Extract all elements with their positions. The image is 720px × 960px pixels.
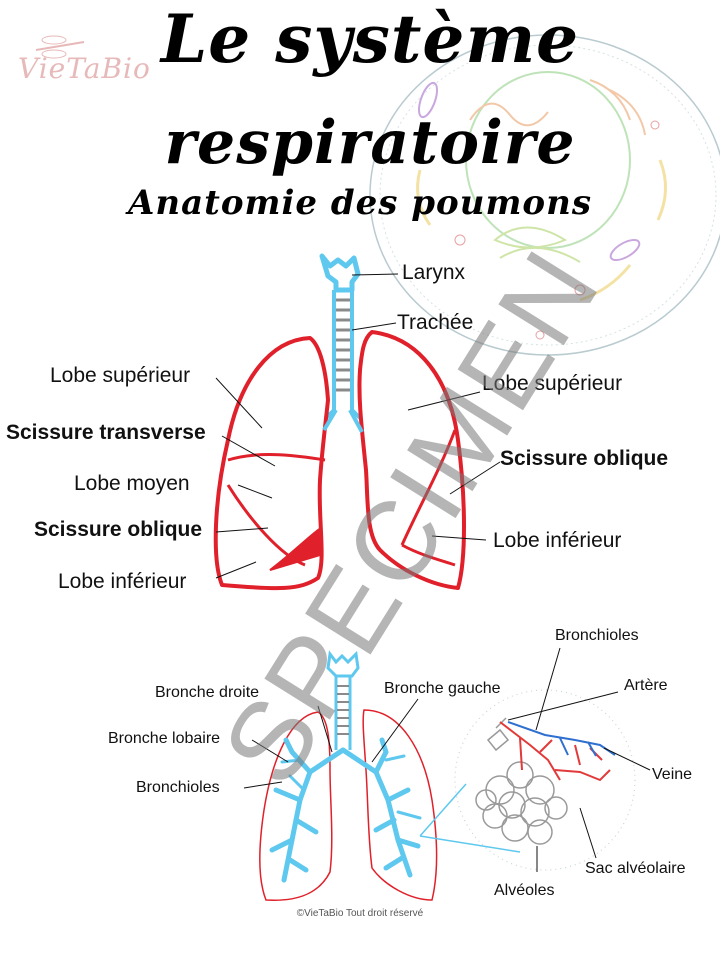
horizontal-fissure — [227, 453, 326, 462]
left-oblique-fissure-r2 — [269, 528, 322, 571]
left-oblique-fissure — [400, 429, 457, 546]
label-lobe-superieur-left: Lobe supérieur — [50, 364, 191, 387]
dragonfly-logo-icon — [35, 35, 85, 59]
left-lung-outline — [357, 330, 466, 590]
label-bronche-droite: Bronche droite — [155, 684, 260, 701]
label-sac-alveolaire: Sac alvéolaire — [585, 860, 686, 877]
label-larynx: Larynx — [402, 261, 466, 284]
label-scissure-transverse: Scissure transverse — [6, 421, 206, 444]
label-alveoles: Alvéoles — [494, 882, 555, 899]
alveoli-cluster — [475, 717, 568, 845]
vein-vessels — [507, 721, 616, 757]
label-scissure-oblique-right: Scissure oblique — [500, 447, 669, 470]
label-bronchioles-top: Bronchioles — [555, 627, 639, 644]
label-artere: Artère — [624, 677, 668, 694]
title-line-1: Le système — [160, 0, 580, 78]
label-scissure-oblique-left: Scissure oblique — [34, 518, 203, 541]
label-bronche-lobaire: Bronche lobaire — [108, 730, 221, 747]
label-lobe-inferieur-right: Lobe inférieur — [493, 529, 622, 552]
trachea-rings — [336, 298, 350, 392]
lower-right-lung-outline — [259, 711, 333, 901]
label-trachee: Trachée — [397, 311, 474, 334]
brand-logo: VieTaBio — [18, 52, 151, 85]
copyright-notice: ©VieTaBio Tout droit réservé — [296, 908, 424, 919]
lower-left-lung-outline — [362, 709, 438, 901]
larynx-shape — [319, 253, 361, 293]
subtitle: Anatomie des poumons — [128, 183, 592, 223]
label-bronche-gauche: Bronche gauche — [384, 680, 501, 697]
label-bronchioles-left: Bronchioles — [136, 779, 220, 796]
right-lung-outline — [213, 336, 330, 591]
title-line-2: respiratoire — [164, 108, 576, 178]
bronchial-tree — [269, 737, 422, 883]
label-veine: Veine — [652, 766, 693, 783]
label-lobe-inferieur-left: Lobe inférieur — [58, 570, 187, 593]
label-lobe-moyen: Lobe moyen — [74, 472, 190, 495]
label-lobe-superieur-right: Lobe supérieur — [482, 372, 623, 395]
